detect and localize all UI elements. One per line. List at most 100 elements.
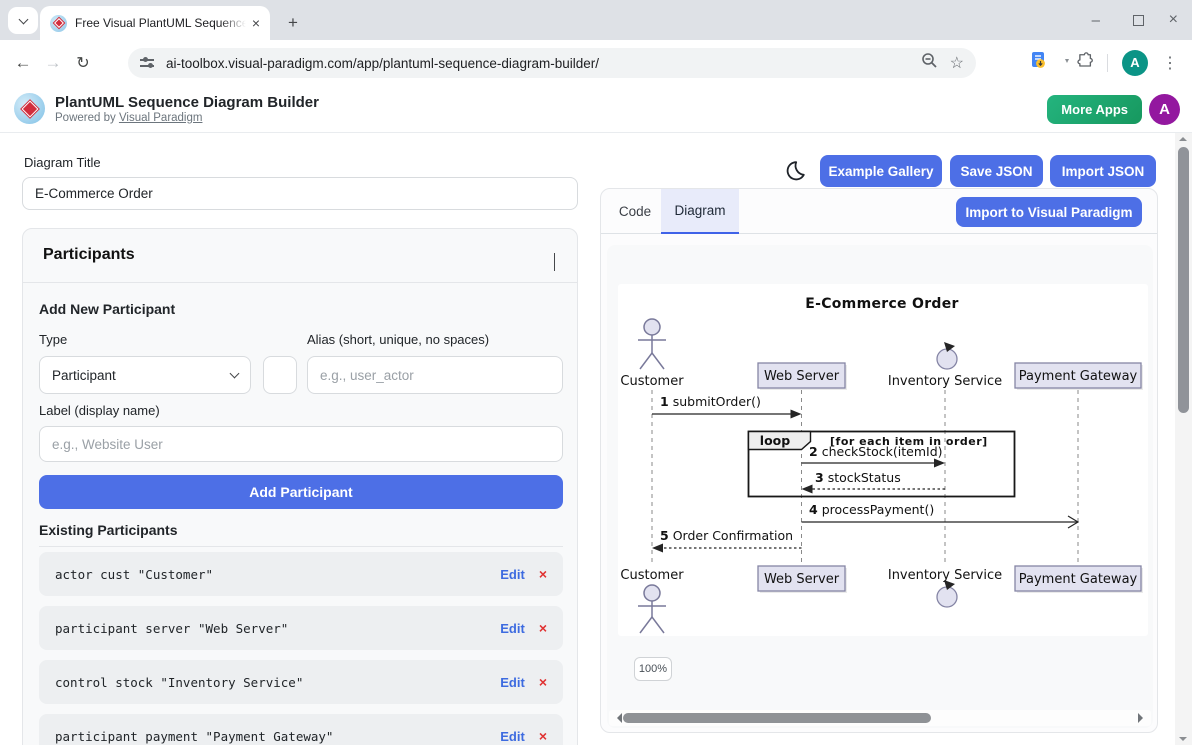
message-5: 5Order Confirmation: [652, 528, 802, 553]
svg-text:2checkStock(itemId): 2checkStock(itemId): [809, 444, 943, 459]
view-tab-bar: Code Diagram Import to Visual Paradigm: [601, 189, 1157, 234]
alias-label: Alias (short, unique, no spaces): [307, 332, 489, 347]
select-chevron-icon: [230, 369, 240, 379]
import-json-button[interactable]: Import JSON: [1050, 155, 1156, 187]
vertical-scroll-thumb[interactable]: [1178, 147, 1189, 413]
maximize-icon: [1133, 15, 1144, 26]
scroll-up-arrow-icon[interactable]: [1179, 137, 1187, 141]
horizontal-scrollbar[interactable]: [609, 710, 1151, 726]
scroll-down-arrow-icon[interactable]: [1179, 737, 1187, 741]
loop-label: loop: [760, 433, 790, 448]
message-3: 3stockStatus: [802, 470, 946, 494]
site-settings-icon[interactable]: [140, 57, 156, 69]
message-2: 2checkStock(itemId): [802, 444, 946, 468]
edit-participant-link[interactable]: Edit: [500, 621, 525, 636]
browser-tab-strip: Free Visual PlantUML Sequence × + – ×: [0, 0, 1192, 40]
dark-mode-toggle[interactable]: [783, 159, 807, 188]
sequence-diagram-canvas: E-Commerce Order Customer: [618, 284, 1148, 636]
extensions-puzzle-icon[interactable]: [1075, 51, 1093, 74]
window-close-button[interactable]: ×: [1169, 0, 1178, 40]
visual-paradigm-link[interactable]: Visual Paradigm: [119, 112, 203, 124]
zoom-level-badge[interactable]: 100%: [634, 657, 672, 681]
tab-diagram[interactable]: Diagram: [661, 189, 739, 234]
app-header: PlantUML Sequence Diagram Builder Powere…: [0, 85, 1192, 133]
new-tab-button[interactable]: +: [280, 10, 306, 36]
extension-area: A ⋮: [1029, 50, 1178, 76]
app-titles: PlantUML Sequence Diagram Builder Powere…: [55, 94, 319, 124]
more-apps-button[interactable]: More Apps: [1047, 95, 1142, 124]
add-participant-button[interactable]: Add Participant: [39, 475, 563, 509]
svg-text:Payment Gateway: Payment Gateway: [1019, 572, 1138, 587]
sequence-diagram: E-Commerce Order Customer: [618, 284, 1148, 636]
actor-customer-top-icon: [638, 319, 666, 369]
collapse-chevron-icon[interactable]: [554, 253, 555, 271]
browser-profile-avatar[interactable]: A: [1122, 50, 1148, 76]
url-text[interactable]: ai-toolbox.visual-paradigm.com/app/plant…: [166, 56, 909, 71]
window-maximize-button[interactable]: [1133, 0, 1144, 40]
delete-participant-icon[interactable]: ×: [539, 674, 547, 690]
edit-participant-link[interactable]: Edit: [500, 675, 525, 690]
participant-box-webserver-top: Web Server: [758, 363, 847, 390]
add-new-participant-title: Add New Participant: [39, 301, 175, 317]
tab-code[interactable]: Code: [609, 189, 661, 234]
display-name-label: Label (display name): [39, 403, 160, 418]
edit-participant-link[interactable]: Edit: [500, 729, 525, 744]
diagram-viewport: E-Commerce Order Customer: [607, 245, 1153, 728]
user-avatar[interactable]: A: [1149, 94, 1180, 125]
window-minimize-button[interactable]: –: [1092, 0, 1100, 40]
delete-participant-icon[interactable]: ×: [539, 728, 547, 744]
toolbar-separator: [1107, 54, 1108, 72]
reload-button[interactable]: ↻: [68, 53, 98, 73]
app-title: PlantUML Sequence Diagram Builder: [55, 94, 319, 111]
example-gallery-button[interactable]: Example Gallery: [820, 155, 942, 187]
svg-text:Payment Gateway: Payment Gateway: [1019, 369, 1138, 384]
participant-row: control stock "Inventory Service" Edit ×: [39, 660, 563, 704]
edit-participant-link[interactable]: Edit: [500, 567, 525, 582]
existing-participants-title: Existing Participants: [39, 522, 177, 538]
horizontal-scroll-thumb[interactable]: [623, 713, 931, 723]
participant-row: participant server "Web Server" Edit ×: [39, 606, 563, 650]
import-to-visual-paradigm-button[interactable]: Import to Visual Paradigm: [956, 197, 1142, 227]
vertical-scrollbar[interactable]: [1175, 133, 1192, 745]
scroll-left-arrow-icon[interactable]: [612, 713, 622, 723]
svg-text:4processPayment(): 4processPayment(): [809, 502, 934, 517]
delete-participant-icon[interactable]: ×: [539, 566, 547, 582]
actor-customer-bottom-icon: [638, 585, 666, 633]
back-button[interactable]: ←: [8, 53, 38, 73]
participant-color-box[interactable]: [263, 356, 297, 394]
alias-input[interactable]: [307, 356, 563, 394]
browser-menu-icon[interactable]: ⋮: [1162, 53, 1178, 73]
browser-tab[interactable]: Free Visual PlantUML Sequence ×: [40, 6, 270, 40]
participant-label-customer-top: Customer: [620, 374, 684, 389]
diagram-title-input[interactable]: [22, 177, 578, 210]
site-favicon-icon: [50, 15, 67, 32]
forward-button: →: [38, 53, 68, 73]
address-bar[interactable]: ai-toolbox.visual-paradigm.com/app/plant…: [128, 48, 976, 78]
participant-label-inventory-top: Inventory Service: [888, 374, 1002, 389]
tab-close-icon[interactable]: ×: [252, 16, 260, 30]
participant-type-select[interactable]: Participant: [39, 356, 251, 394]
display-name-input[interactable]: [39, 426, 563, 462]
participant-code: participant payment "Payment Gateway": [55, 729, 333, 744]
participant-box-payment-top: Payment Gateway: [1015, 363, 1143, 390]
delete-participant-icon[interactable]: ×: [539, 620, 547, 636]
powered-by: Powered by Visual Paradigm: [55, 112, 319, 124]
zoom-out-icon[interactable]: [921, 52, 938, 74]
participant-row: actor cust "Customer" Edit ×: [39, 552, 563, 596]
bookmark-star-icon[interactable]: ☆: [950, 53, 964, 73]
svg-text:1submitOrder(): 1submitOrder(): [660, 394, 761, 409]
save-json-button[interactable]: Save JSON: [950, 155, 1043, 187]
participant-box-payment-bottom: Payment Gateway: [1015, 566, 1143, 593]
message-1: 1submitOrder(): [652, 394, 802, 419]
participant-code: participant server "Web Server": [55, 621, 288, 636]
scroll-right-arrow-icon[interactable]: [1138, 713, 1148, 723]
participants-card: Participants Add New Participant Type Al…: [22, 228, 578, 745]
diagram-title-label: Diagram Title: [24, 155, 101, 170]
tab-search-button[interactable]: [8, 7, 38, 34]
svg-text:Web Server: Web Server: [764, 572, 840, 587]
participants-card-header[interactable]: Participants: [23, 229, 577, 283]
control-inventory-top-icon: [937, 342, 957, 369]
type-label: Type: [39, 332, 67, 347]
svg-text:5Order Confirmation: 5Order Confirmation: [660, 528, 793, 543]
doc-download-extension-icon[interactable]: [1029, 51, 1047, 74]
